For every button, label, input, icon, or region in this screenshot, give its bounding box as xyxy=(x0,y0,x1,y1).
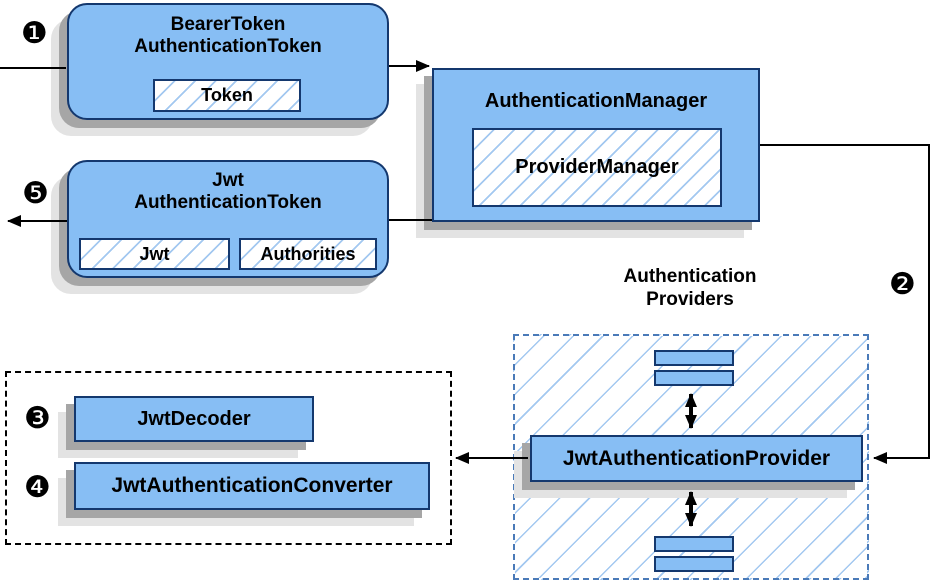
jwt-decoder-box: JwtDecoder xyxy=(74,396,314,442)
step-5-marker: ❺ xyxy=(22,176,49,211)
step-4-marker: ❹ xyxy=(24,470,51,505)
authorities-field-box: Authorities xyxy=(239,238,377,270)
jwt-field-box: Jwt xyxy=(79,238,230,270)
authentication-providers-label-line1: Authentication xyxy=(623,266,757,287)
authentication-manager-title: AuthenticationManager xyxy=(484,90,708,112)
provider-stack-bar-top-2 xyxy=(654,370,734,386)
step-1-marker: ❶ xyxy=(21,16,48,51)
authentication-providers-label: Authentication Providers xyxy=(570,265,810,311)
step-3-marker: ❸ xyxy=(24,401,51,436)
jwt-authentication-converter-label: JwtAuthenticationConverter xyxy=(111,474,393,497)
bearer-token-title-line2: AuthenticationToken xyxy=(134,36,322,57)
bearer-token-title-line1: BearerToken xyxy=(170,14,286,35)
bearer-token-box-title: BearerToken AuthenticationToken xyxy=(69,14,387,58)
jwt-token-title-line1: Jwt xyxy=(212,170,244,191)
provider-stack-bar-bottom-2 xyxy=(654,556,734,572)
jwt-decoder-converter-group-box: JwtDecoder JwtAuthenticationConverter xyxy=(5,371,452,545)
authentication-providers-label-line2: Providers xyxy=(646,289,734,310)
provider-stack-bar-top-1 xyxy=(654,350,734,366)
jwt-authentication-token-box: Jwt AuthenticationToken Jwt Authorities xyxy=(67,160,389,278)
jwt-authentication-provider-label: JwtAuthenticationProvider xyxy=(562,446,831,470)
jwt-token-title-line2: AuthenticationToken xyxy=(134,192,322,213)
jwt-authentication-provider-box: JwtAuthenticationProvider xyxy=(530,435,863,482)
authentication-providers-group-box: JwtAuthenticationProvider xyxy=(513,334,869,580)
jwt-decoder-label: JwtDecoder xyxy=(137,407,251,430)
token-field-label: Token xyxy=(201,85,253,105)
provider-manager-box: ProviderManager xyxy=(472,128,722,207)
authorities-field-label: Authorities xyxy=(260,243,356,264)
step-2-marker: ❷ xyxy=(889,267,916,302)
jwt-token-box-title: Jwt AuthenticationToken xyxy=(69,170,387,214)
provider-manager-label: ProviderManager xyxy=(515,156,679,178)
provider-stack-bar-bottom-1 xyxy=(654,536,734,552)
authentication-manager-box: AuthenticationManager ProviderManager xyxy=(432,68,760,222)
jwt-field-label: Jwt xyxy=(139,243,170,264)
token-field-box: Token xyxy=(153,79,301,112)
jwt-authentication-converter-box: JwtAuthenticationConverter xyxy=(74,462,430,510)
bearer-token-authentication-token-box: BearerToken AuthenticationToken Token xyxy=(67,3,389,120)
